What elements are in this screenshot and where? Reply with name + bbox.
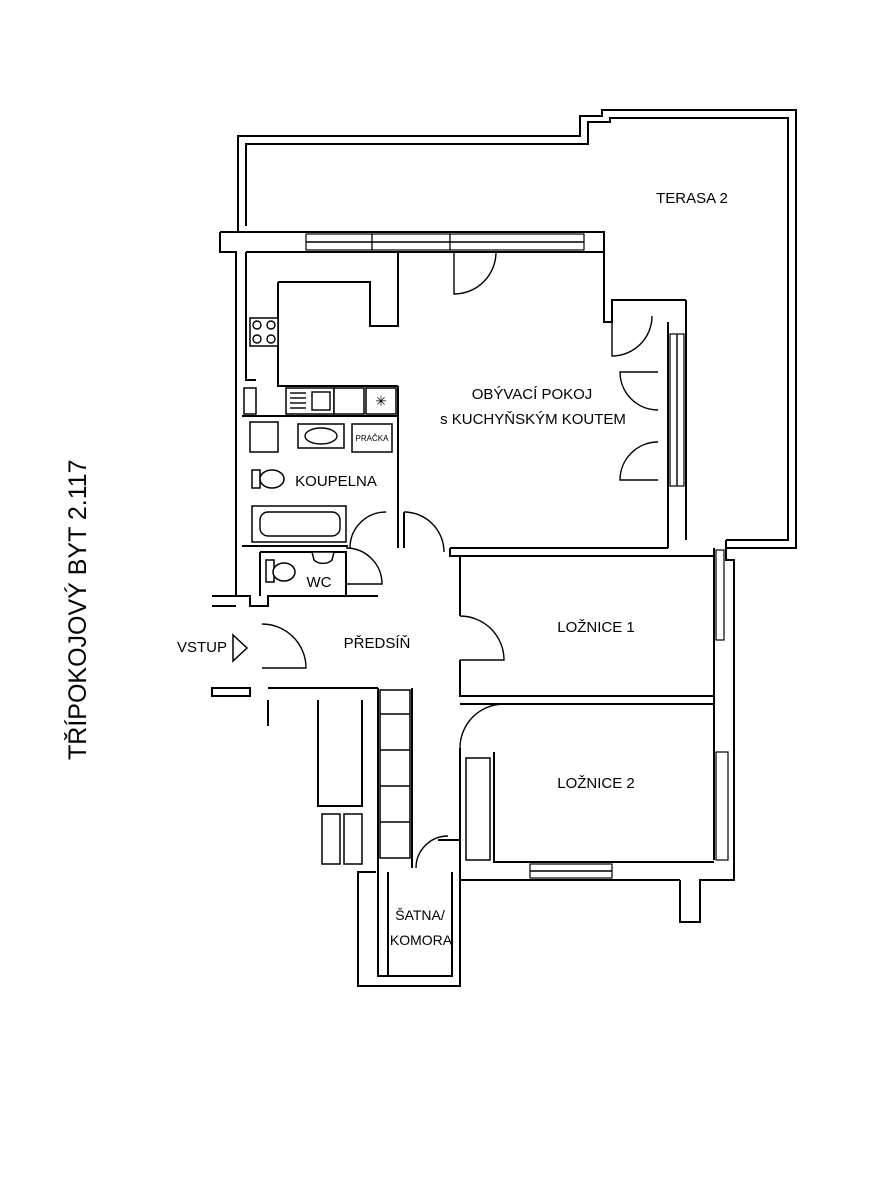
washer-label: PRAČKA [356, 434, 390, 443]
bathroom-label: KOUPELNA [295, 473, 377, 490]
windows [305, 233, 729, 879]
terrace-label: TERASA 2 [656, 190, 728, 207]
wardrobe [321, 689, 491, 865]
entrance-arrow-icon [232, 633, 249, 663]
svg-text:✳: ✳ [375, 393, 387, 409]
plan-title: TŘÍPOKOJOVÝ BYT 2.117 [63, 459, 92, 760]
hall-label: PŘEDSÍŇ [344, 635, 411, 652]
toilet-icon [251, 469, 261, 489]
bedroom2-label: LOŽNICE 2 [557, 775, 635, 792]
wc-sink-icon [311, 551, 335, 565]
closet [377, 872, 453, 977]
terrace-outline [237, 109, 797, 549]
wc-label: WC [307, 574, 332, 591]
living-room-label: OBÝVACÍ POKOJ [472, 386, 593, 403]
washer-icon [351, 423, 393, 453]
closet-label: ŠATNA/ [395, 907, 445, 923]
bathroom-fixtures [249, 421, 393, 583]
fridge-icon [365, 387, 397, 415]
closet-sublabel: KOMORA [390, 932, 453, 948]
stove-icon [249, 317, 279, 347]
doors [261, 251, 659, 869]
kitchen: ✳ [243, 317, 397, 415]
bedroom1-label: LOŽNICE 1 [557, 619, 635, 636]
outer-walls [211, 231, 735, 987]
entrance-label: VSTUP [177, 639, 227, 656]
living-room-sublabel: s KUCHYŇSKÝM KOUTEM [440, 411, 626, 428]
